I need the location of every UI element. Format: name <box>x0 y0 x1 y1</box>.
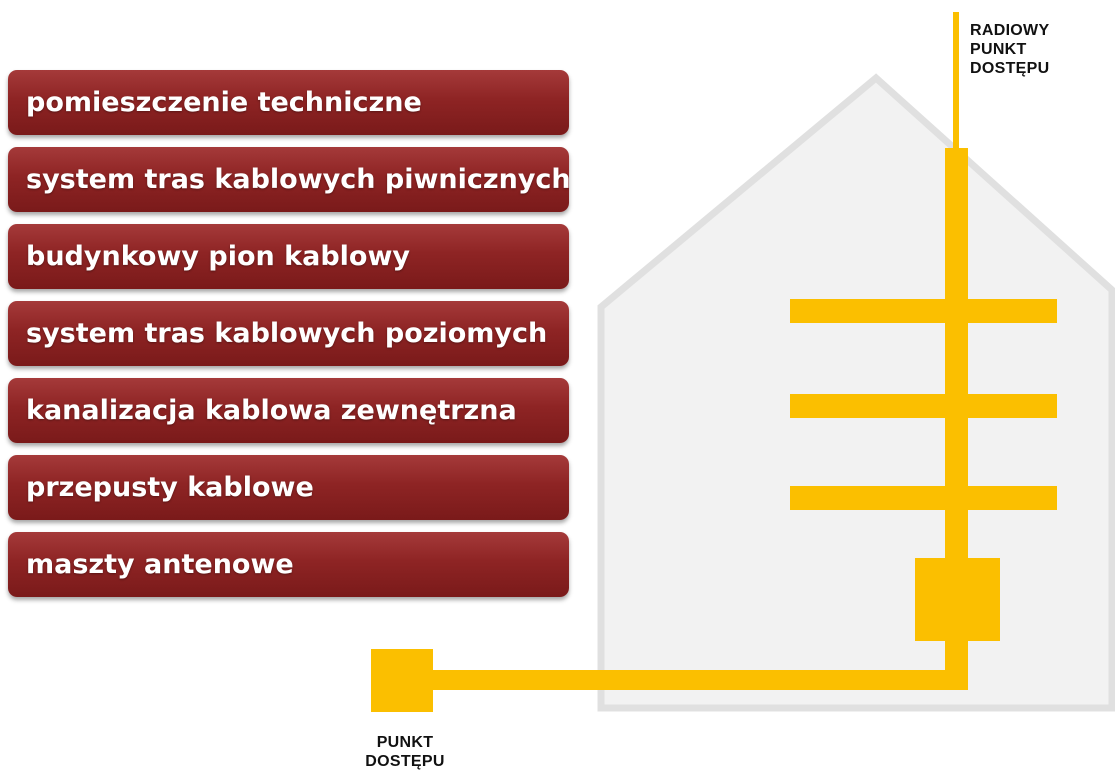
list-item: maszty antenowe <box>8 532 569 597</box>
radio-access-point-label: RADIOWY PUNKT DOSTĘPU <box>970 22 1050 77</box>
infrastructure-list: pomieszczenie techniczne system tras kab… <box>8 70 569 609</box>
list-item: system tras kablowych poziomych <box>8 301 569 366</box>
access-point-label: PUNKT DOSTĘPU <box>365 734 445 770</box>
list-item: system tras kablowych piwnicznych <box>8 147 569 212</box>
floor-branch-2 <box>790 394 1057 418</box>
list-item: pomieszczenie techniczne <box>8 70 569 135</box>
external-cable-duct <box>430 670 968 690</box>
list-item: kanalizacja kablowa zewnętrzna <box>8 378 569 443</box>
list-item: budynkowy pion kablowy <box>8 224 569 289</box>
house-outline <box>597 73 1115 712</box>
list-item: przepusty kablowe <box>8 455 569 520</box>
access-point-box <box>371 649 433 712</box>
floor-branch-3 <box>790 486 1057 510</box>
technical-room-box <box>915 558 1000 641</box>
antenna-mast <box>953 12 959 152</box>
floor-branch-1 <box>790 299 1057 323</box>
